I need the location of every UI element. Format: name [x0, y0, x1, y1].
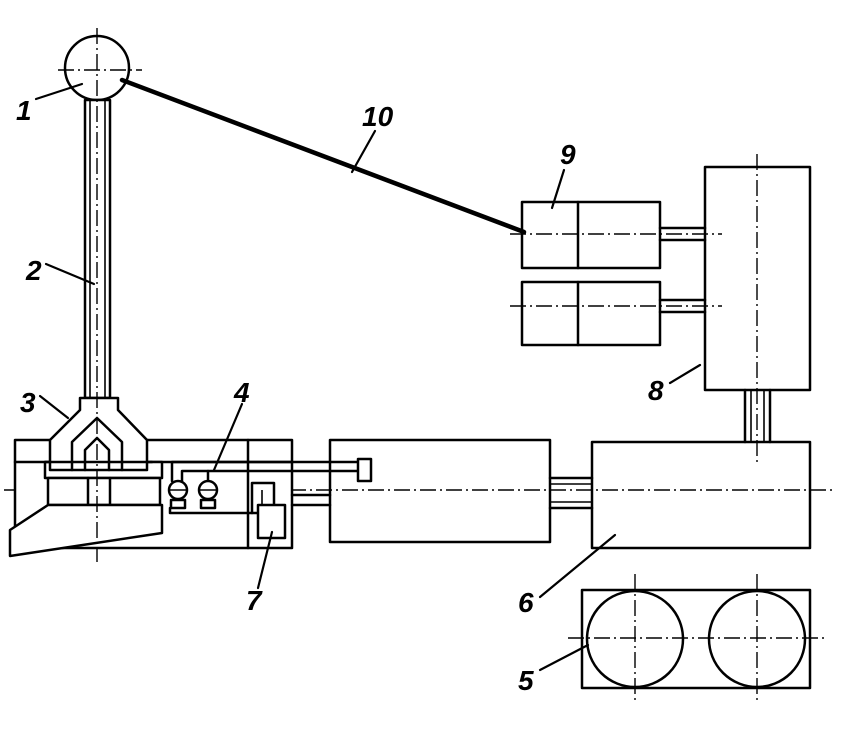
- leader-1: [34, 82, 84, 101]
- callout-2: 2: [25, 255, 42, 286]
- leader-3: [38, 394, 70, 420]
- callout-5: 5: [518, 665, 534, 696]
- part-3-housing: [48, 396, 149, 472]
- part-6-box: [590, 440, 812, 550]
- callout-10: 10: [362, 101, 394, 132]
- carriage-body: [46, 476, 162, 507]
- leader-2: [44, 262, 96, 286]
- part-10-rope: [119, 77, 527, 235]
- part-4-return-pipe: [168, 506, 254, 515]
- leader-6: [538, 533, 617, 599]
- leader-7: [256, 530, 274, 590]
- part-4-valve-right-base: [199, 498, 217, 510]
- part-9-lower-unit: [520, 280, 662, 347]
- callout-4: 4: [233, 377, 250, 408]
- callout-8: 8: [648, 375, 664, 406]
- part-5-box: [580, 588, 812, 690]
- part-4-pipe-outer: [170, 460, 360, 483]
- callout-3: 3: [20, 387, 36, 418]
- leader-9: [550, 168, 566, 210]
- part-9-upper-unit: [520, 200, 662, 270]
- part-4-pipe-end-fitting: [356, 457, 373, 483]
- middle-unit-box: [328, 438, 552, 544]
- leader-4: [212, 402, 244, 472]
- part-4-valve-left-base: [169, 498, 187, 510]
- part-4-pipe-inner: [180, 469, 360, 483]
- hull-base: [8, 503, 164, 558]
- callout-1: 1: [16, 95, 32, 126]
- callout-7: 7: [246, 585, 263, 616]
- leader-10: [350, 129, 377, 174]
- leader-5: [538, 643, 590, 672]
- leader-8: [668, 363, 702, 385]
- callout-9: 9: [560, 139, 576, 170]
- callout-6: 6: [518, 587, 534, 618]
